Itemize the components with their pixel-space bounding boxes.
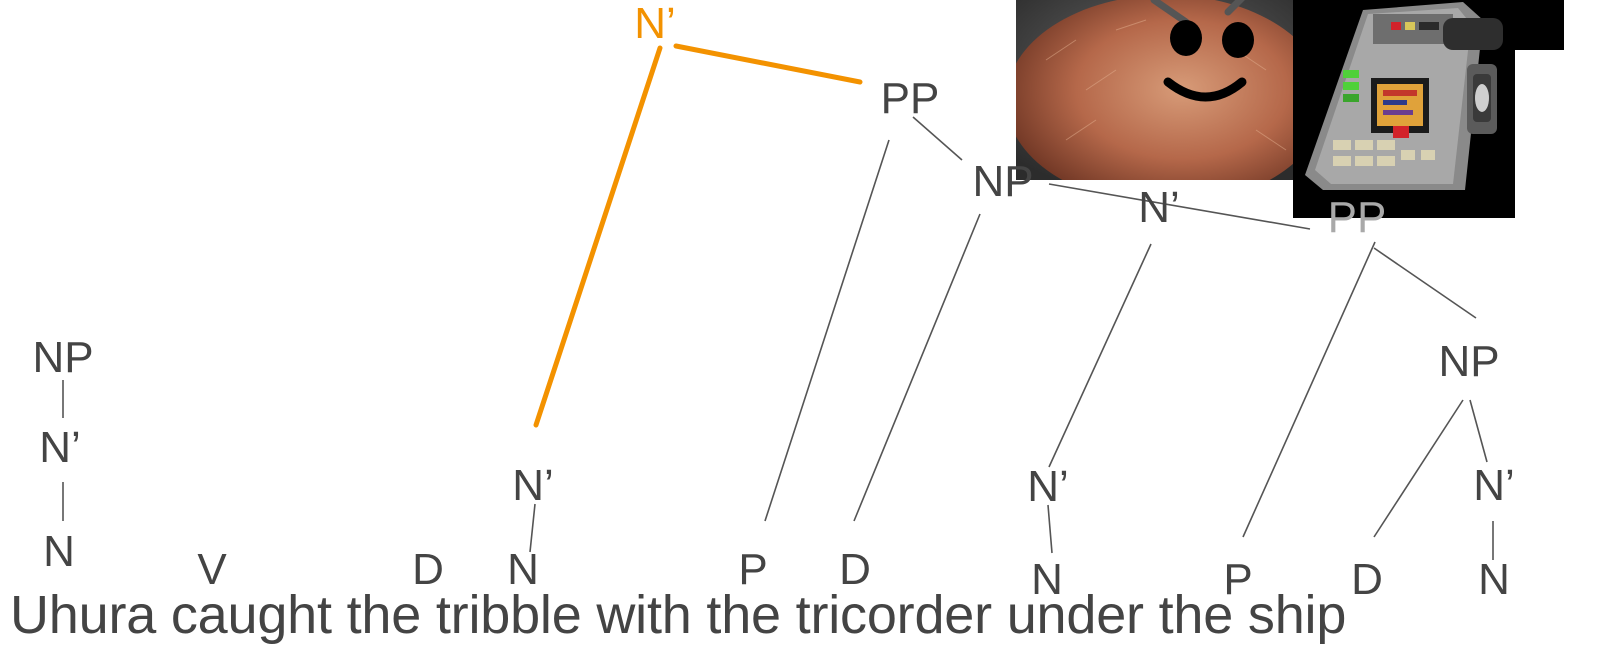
node-p-under: P <box>1223 555 1253 604</box>
node-np-tricorder: NP <box>972 157 1034 206</box>
node-np-uhura: NP <box>32 333 94 382</box>
node-nbar-tricorder-lower: N’ <box>1027 462 1069 511</box>
node-np-ship: NP <box>1438 337 1500 386</box>
edge-pp-under-p <box>1242 241 1376 538</box>
edge-np-tricorder-d <box>853 213 981 522</box>
edge-np-ship-d <box>1373 399 1464 538</box>
node-nbar-tricorder: N’ <box>1138 183 1180 232</box>
node-v-caught: V <box>197 545 227 594</box>
node-d-the3: D <box>1351 555 1383 604</box>
edge-nbar-tribble-n <box>529 503 536 553</box>
tribble-image <box>1016 0 1302 180</box>
node-n-uhura: N <box>43 527 75 576</box>
node-nbar-tribble: N’ <box>512 461 554 510</box>
edge-pp-with-p <box>764 139 890 522</box>
edge-np-tricorder-pp <box>1048 183 1311 230</box>
edge-pp-under-np <box>1373 247 1477 319</box>
photo-backdrop <box>1512 0 1564 50</box>
edge-nbar-tricorder-n2 <box>1047 504 1053 554</box>
node-nbar-ship: N’ <box>1473 461 1515 510</box>
node-n-ship: N <box>1478 555 1510 604</box>
node-nbar-uhura: N’ <box>39 423 81 472</box>
node-n-tribble: N <box>507 545 539 594</box>
edge-highlight-nbar-pp <box>673 43 863 85</box>
edge-pp-with-np <box>912 116 963 161</box>
node-nbar-top-highlight: N’ <box>634 0 676 48</box>
tricorder-image <box>1293 0 1515 218</box>
sentence-text: Uhura caught the tribble with the tricor… <box>10 585 1347 645</box>
node-pp-under: PP <box>1327 193 1387 242</box>
node-n-tricorder: N <box>1031 555 1063 604</box>
node-p-with: P <box>738 545 768 594</box>
edge-np-ship-nbar <box>1469 399 1488 463</box>
node-pp-with: PP <box>880 74 940 123</box>
node-d-the1: D <box>412 545 444 594</box>
edge-highlight-nbar-tribble <box>533 45 663 428</box>
edge-nbar-tricorder-n <box>1048 243 1152 468</box>
node-d-the2: D <box>839 545 871 594</box>
